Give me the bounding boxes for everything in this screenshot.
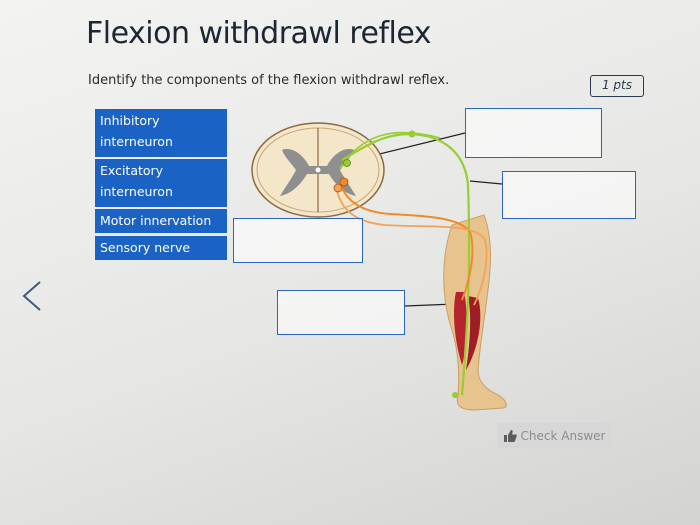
check-answer-label: Check Answer xyxy=(520,428,606,443)
option-label-line2: interneuron xyxy=(100,134,173,149)
motor-nerve-path-1 xyxy=(339,181,474,301)
dropzone-3[interactable] xyxy=(233,218,363,263)
interneuron-cell-2 xyxy=(333,183,343,193)
option-motor-innervation[interactable]: Motor innervation xyxy=(95,209,227,233)
thumbs-up-icon xyxy=(503,429,517,442)
chevron-left-icon[interactable] xyxy=(16,278,52,314)
option-label-line1: Excitatory xyxy=(100,163,164,178)
points-badge: 1 pts xyxy=(590,75,644,97)
option-excitatory-interneuron[interactable]: Excitatory interneuron xyxy=(95,159,227,207)
option-label-line1: Inhibitory xyxy=(100,113,160,128)
check-answer-button[interactable]: Check Answer xyxy=(497,423,611,448)
dropzone-1[interactable] xyxy=(465,108,602,158)
muscle-flexor xyxy=(454,292,467,365)
question-prompt: Identify the components of the flexion w… xyxy=(88,73,450,88)
dorsal-root-ganglion xyxy=(408,130,416,138)
dropzone-2[interactable] xyxy=(502,171,636,219)
gray-matter-left xyxy=(280,149,310,196)
sensory-nerve-path xyxy=(341,132,471,396)
page-title: Flexion withdrawl reflex xyxy=(86,16,432,51)
option-sensory-nerve[interactable]: Sensory nerve xyxy=(95,236,227,260)
motor-nerve-path-2 xyxy=(335,185,488,306)
option-label-line2: interneuron xyxy=(100,184,173,199)
leader-line-2 xyxy=(469,180,503,185)
dropzone-4[interactable] xyxy=(277,290,405,335)
interneuron-cell-1 xyxy=(339,177,349,187)
option-inhibitory-interneuron[interactable]: Inhibitory interneuron xyxy=(95,109,227,157)
gray-matter-right xyxy=(326,149,356,196)
muscle-extensor xyxy=(466,296,481,370)
